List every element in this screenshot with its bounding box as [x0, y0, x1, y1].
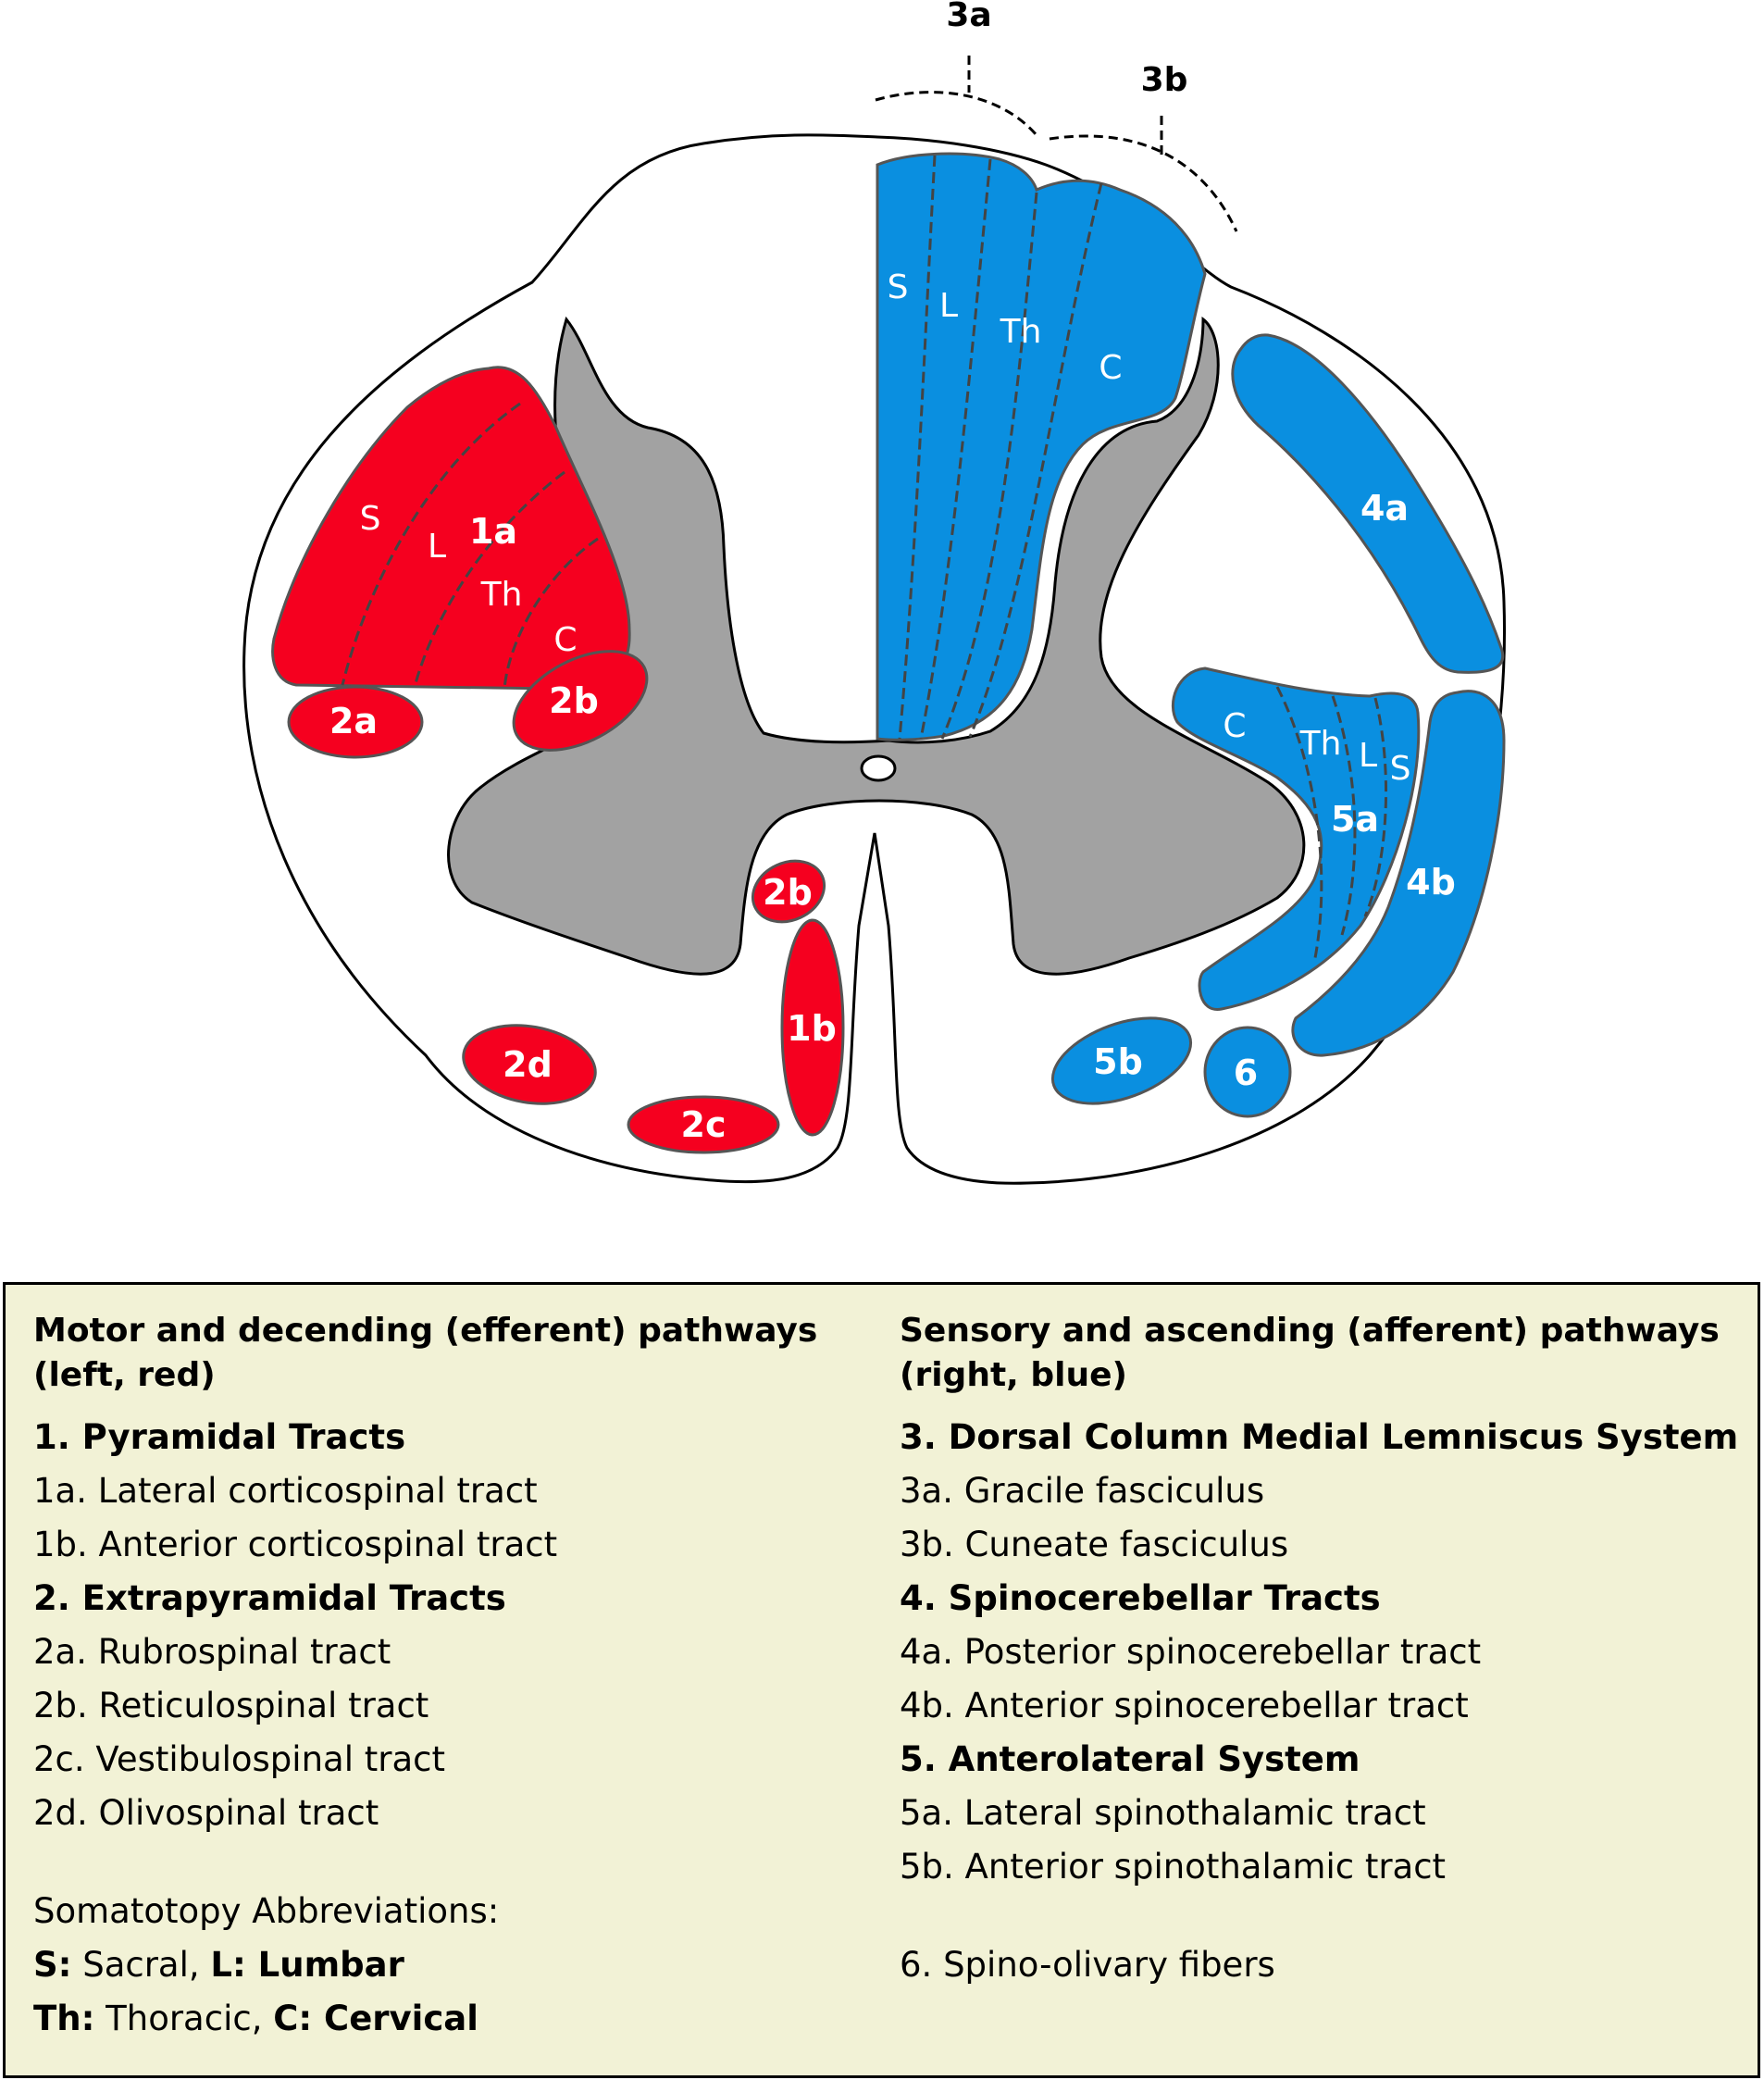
legend-item: 5. Anterolateral System — [900, 1739, 1360, 1779]
legend-right-heading-line2: (right, blue) — [900, 1356, 1127, 1394]
legend-item: 1. Pyramidal Tracts — [33, 1417, 406, 1457]
legend-left-column: Motor and decending (efferent) pathways … — [33, 1309, 885, 2046]
dorsal-column-label-s: S — [888, 268, 909, 306]
tract-5a-label-s: S — [1390, 750, 1411, 788]
tract-5b-anterior-spinothalamic — [1050, 1016, 1193, 1105]
abbrev-c-key: C: Cervical — [273, 1999, 478, 2038]
abbrev-th-key: Th: — [33, 1999, 95, 2038]
somatotopy-dividers-dorsal-column — [898, 155, 1103, 740]
tract-5a-label: 5a — [1331, 799, 1379, 840]
tract-5b-label: 5b — [1093, 1041, 1143, 1082]
legend-item: 2c. Vestibulospinal tract — [33, 1739, 445, 1779]
legend-box: Motor and decending (efferent) pathways … — [3, 1282, 1760, 2078]
central-canal — [860, 754, 897, 782]
tract-1a-label-c: C — [553, 621, 577, 659]
dorsal-column-label-th: Th — [1000, 313, 1042, 351]
abbrev-l-key: L: Lumbar — [210, 1945, 404, 1985]
legend-item: 1a. Lateral corticospinal tract — [33, 1471, 538, 1511]
tract-1a-label-th: Th — [480, 576, 523, 614]
tract-2b-label-lower: 2b — [763, 872, 813, 913]
dorsal-column-label-l: L — [939, 287, 958, 325]
tract-1a-label-s: S — [360, 500, 381, 538]
legend-right-heading-line1: Sensory and ascending (afferent) pathway… — [900, 1312, 1720, 1350]
abbrev-line-s-l: S: Sacral, L: Lumbar — [33, 1938, 885, 1992]
legend-item: 4a. Posterior spinocerebellar tract — [900, 1632, 1482, 1672]
tract-6-label: 6 — [1234, 1052, 1258, 1093]
legend-item: 3a. Gracile fasciculus — [900, 1471, 1265, 1511]
tract-5a-label-th: Th — [1299, 725, 1342, 763]
tract-2b-reticulospinal-lower — [751, 859, 826, 924]
legend-right-column: Sensory and ascending (afferent) pathway… — [900, 1309, 1760, 1992]
tract-5a-lateral-spinothalamic — [1172, 666, 1421, 1011]
label-bracket-3a — [875, 56, 1038, 136]
legend-right-heading: Sensory and ascending (afferent) pathway… — [900, 1309, 1760, 1398]
legend-left-heading-line1: Motor and decending (efferent) pathways — [33, 1312, 818, 1350]
legend-item-extra: 6. Spino-olivary fibers — [900, 1945, 1275, 1985]
tract-4b-anterior-spinocerebellar — [1291, 690, 1506, 1057]
legend-item: 5b. Anterior spinothalamic tract — [900, 1847, 1447, 1887]
legend-left-heading-line2: (left, red) — [33, 1356, 216, 1394]
tract-2c-vestibulospinal — [627, 1095, 780, 1154]
tract-4a-label: 4a — [1360, 488, 1409, 529]
somatotopy-dividers-5a — [1275, 686, 1387, 964]
label-3a: 3a — [946, 0, 991, 34]
tract-2d-label: 2d — [503, 1044, 553, 1085]
tract-2a-rubrospinal — [287, 685, 424, 759]
tract-1a-label: 1a — [469, 511, 517, 552]
dorsal-column-label-c: C — [1099, 349, 1122, 387]
legend-item: 4. Spinocerebellar Tracts — [900, 1578, 1381, 1618]
tract-5a-label-l: L — [1359, 737, 1377, 775]
spinal-cord-diagram: 3a 3b S L Th C 1a 2a 2b 2b 1b 2d 2c S L … — [242, 0, 1506, 1185]
tract-2c-label: 2c — [681, 1104, 727, 1145]
tract-4a-posterior-spinocerebellar — [1231, 333, 1505, 674]
legend-item: 2d. Olivospinal tract — [33, 1793, 379, 1833]
somatotopy-dividers-1a — [341, 402, 599, 690]
abbrev-s-value: Sacral, — [71, 1945, 211, 1985]
abbrev-th-value: Thoracic, — [94, 1999, 274, 2038]
tract-2b-reticulospinal-upper — [512, 650, 649, 752]
tract-1b-label: 1b — [787, 1008, 837, 1049]
tract-5a-label-c: C — [1223, 707, 1246, 745]
tract-4b-label: 4b — [1406, 862, 1456, 903]
abbrev-title: Somatotopy Abbreviations: — [33, 1891, 500, 1931]
tract-3-dorsal-column — [876, 152, 1207, 741]
legend-left-heading: Motor and decending (efferent) pathways … — [33, 1309, 885, 1398]
tract-1a-label-l: L — [428, 528, 446, 566]
tract-2d-olivospinal — [462, 1024, 597, 1105]
legend-item: 5a. Lateral spinothalamic tract — [900, 1793, 1426, 1833]
abbrev-s-key: S: — [33, 1945, 72, 1985]
tract-2b-label-upper: 2b — [549, 680, 599, 721]
legend-item: 2b. Reticulospinal tract — [33, 1686, 429, 1725]
legend-item: 2a. Rubrospinal tract — [33, 1632, 391, 1672]
label-3b: 3b — [1141, 61, 1188, 99]
label-bracket-3b — [1049, 116, 1238, 232]
tract-1b-anterior-corticospinal — [780, 918, 845, 1137]
legend-item: 1b. Anterior corticospinal tract — [33, 1525, 558, 1564]
legend-item: 3b. Cuneate fasciculus — [900, 1525, 1289, 1564]
tract-6-spino-olivary — [1203, 1026, 1292, 1118]
legend-item: 2. Extrapyramidal Tracts — [33, 1578, 506, 1618]
legend-item: 4b. Anterior spinocerebellar tract — [900, 1686, 1469, 1725]
tract-2a-label: 2a — [329, 701, 378, 741]
legend-item: 3. Dorsal Column Medial Lemniscus System — [900, 1417, 1739, 1457]
abbrev-line-th-c: Th: Thoracic, C: Cervical — [33, 1992, 885, 2046]
